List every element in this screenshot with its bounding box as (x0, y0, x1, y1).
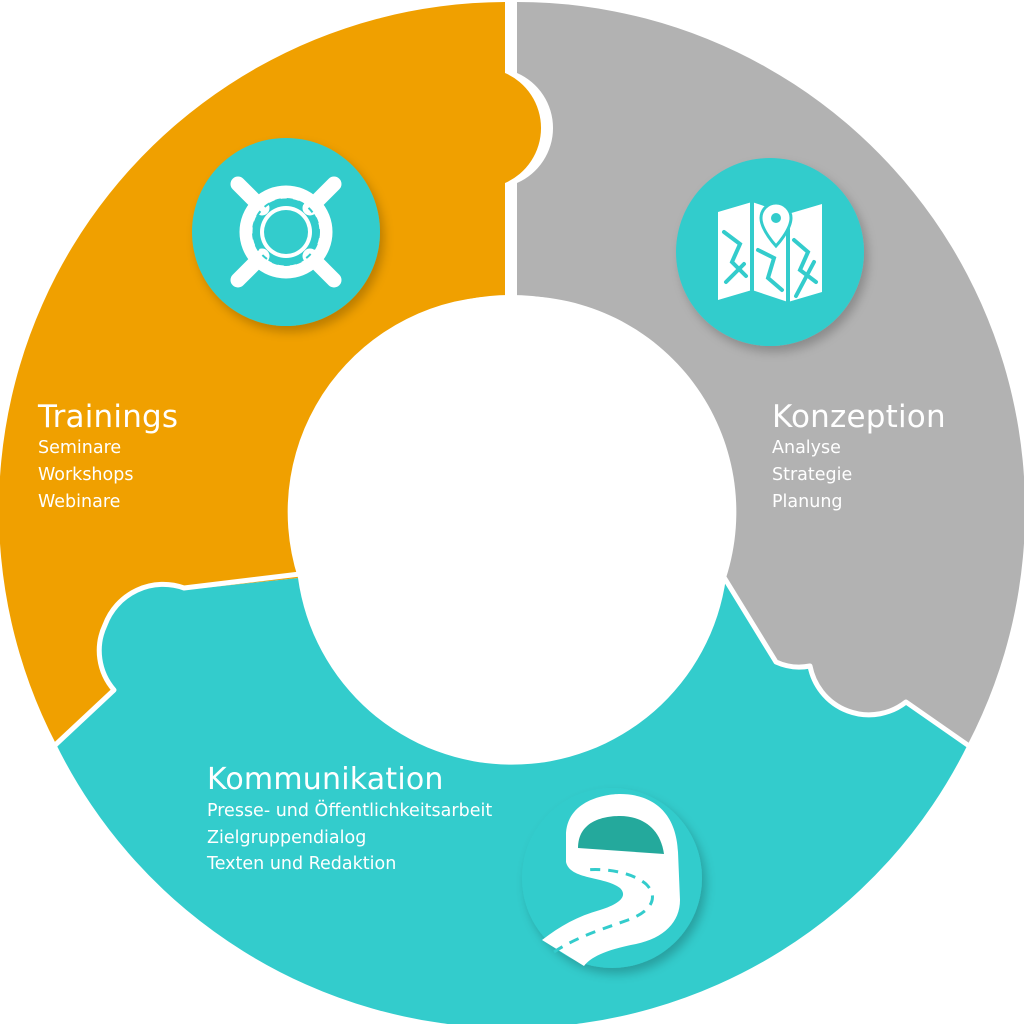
trainings-item: Webinare (38, 492, 121, 512)
trainings-item: Workshops (38, 465, 134, 485)
segment-konzeption (517, 2, 1024, 744)
konzeption-label-block: Konzeption Analyse Strategie Planung (772, 399, 946, 516)
segment-kommunikation (56, 578, 968, 1024)
segment-trainings (0, 2, 542, 744)
konzeption-item: Planung (772, 492, 843, 512)
konzeption-item: Strategie (772, 465, 853, 485)
segment-seams (50, 0, 974, 751)
kommunikation-item: Zielgruppendialog (207, 827, 367, 848)
trainings-title: Trainings (38, 399, 179, 435)
roundabout-icon (230, 176, 342, 288)
trainings-item: Seminare (38, 438, 122, 458)
badge-kommunikation (522, 788, 702, 968)
konzeption-title: Konzeption (772, 399, 946, 435)
badge-trainings (192, 138, 380, 326)
kommunikation-item: Presse- und Öffentlichkeitsarbeit (207, 801, 493, 821)
konzeption-item: Analyse (772, 438, 841, 458)
kommunikation-label-block: Kommunikation Presse- und Öffentlichkeit… (207, 762, 492, 878)
map-pin-icon (718, 200, 822, 304)
kommunikation-title: Kommunikation (207, 762, 444, 797)
road-tunnel-icon (542, 794, 680, 966)
trainings-label-block: Trainings Seminare Workshops Webinare (38, 399, 178, 516)
badge-konzeption (676, 158, 864, 346)
center-circle (295, 295, 727, 727)
kommunikation-item: Texten und Redaktion (207, 854, 397, 874)
